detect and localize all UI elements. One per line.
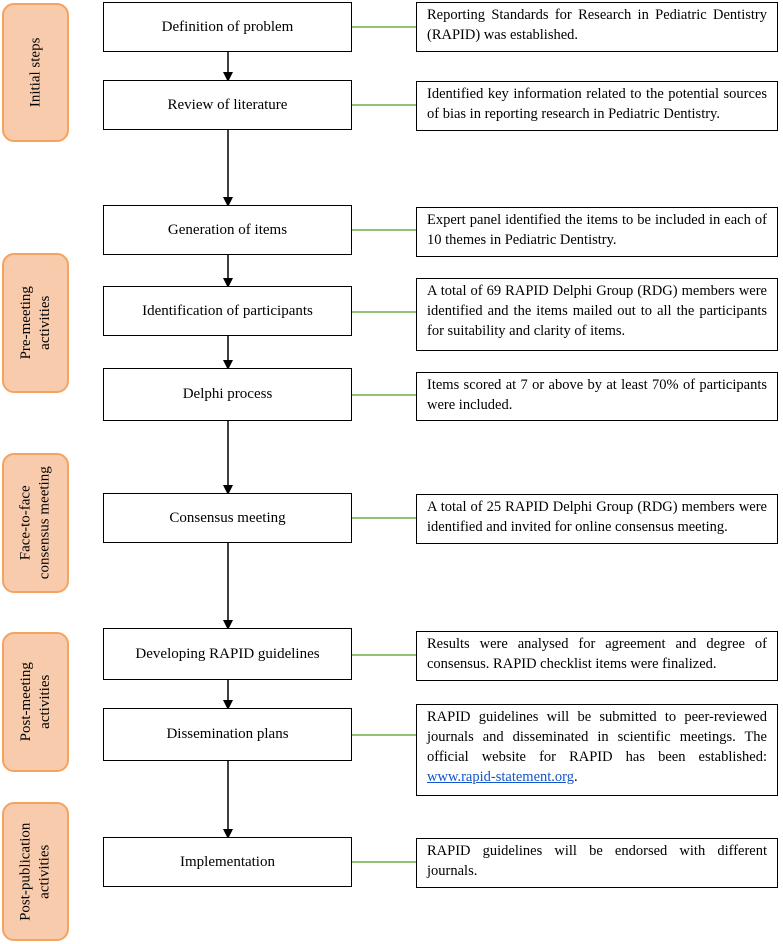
phase-label-line2: activities [36,295,53,351]
step-identification-of-participants: Identification of participants [103,286,352,336]
desc-consensus-meeting: A total of 25 RAPID Delphi Group (RDG) m… [416,494,778,544]
phase-pre-meeting: Pre-meeting activities [2,253,69,393]
desc-implementation: RAPID guidelines will be endorsed with d… [416,838,778,888]
step-delphi-process: Delphi process [103,368,352,421]
phase-post-publication: Post-publication activities [2,802,69,941]
step-developing-rapid-guidelines: Developing RAPID guidelines [103,628,352,680]
desc-developing-rapid-guidelines: Results were analysed for agreement and … [416,631,778,681]
step-consensus-meeting: Consensus meeting [103,493,352,543]
phase-label-line2: consensus meeting [36,466,53,580]
desc-dissemination-text: RAPID guidelines will be submitted to pe… [427,709,767,765]
phase-initial-steps: Initial steps [2,3,69,142]
phase-face-to-face: Face-to-face consensus meeting [2,453,69,593]
phase-label-line1: Pre-meeting [17,286,34,360]
phase-label-line1: Face-to-face [17,485,34,561]
phase-label-line1: Post-meeting [17,662,34,742]
phase-label-line2: activities [36,674,53,730]
phase-label-line1: Post-publication [17,822,34,921]
website-link[interactable]: www.rapid-statement.org [427,769,574,785]
step-review-of-literature: Review of literature [103,80,352,130]
desc-delphi-process: Items scored at 7 or above by at least 7… [416,372,778,421]
step-generation-of-items: Generation of items [103,205,352,255]
step-implementation: Implementation [103,837,352,887]
phase-label-line2: activities [36,844,53,899]
step-definition-of-problem: Definition of problem [103,2,352,52]
step-dissemination-plans: Dissemination plans [103,708,352,761]
phase-post-meeting: Post-meeting activities [2,632,69,772]
desc-dissemination-plans: RAPID guidelines will be submitted to pe… [416,704,778,796]
desc-identification-of-participants: A total of 69 RAPID Delphi Group (RDG) m… [416,278,778,351]
desc-generation-of-items: Expert panel identified the items to be … [416,207,778,257]
desc-definition-of-problem: Reporting Standards for Research in Pedi… [416,2,778,52]
desc-review-of-literature: Identified key information related to th… [416,81,778,131]
link-period: . [573,769,578,785]
phase-label: Initial steps [27,37,44,108]
